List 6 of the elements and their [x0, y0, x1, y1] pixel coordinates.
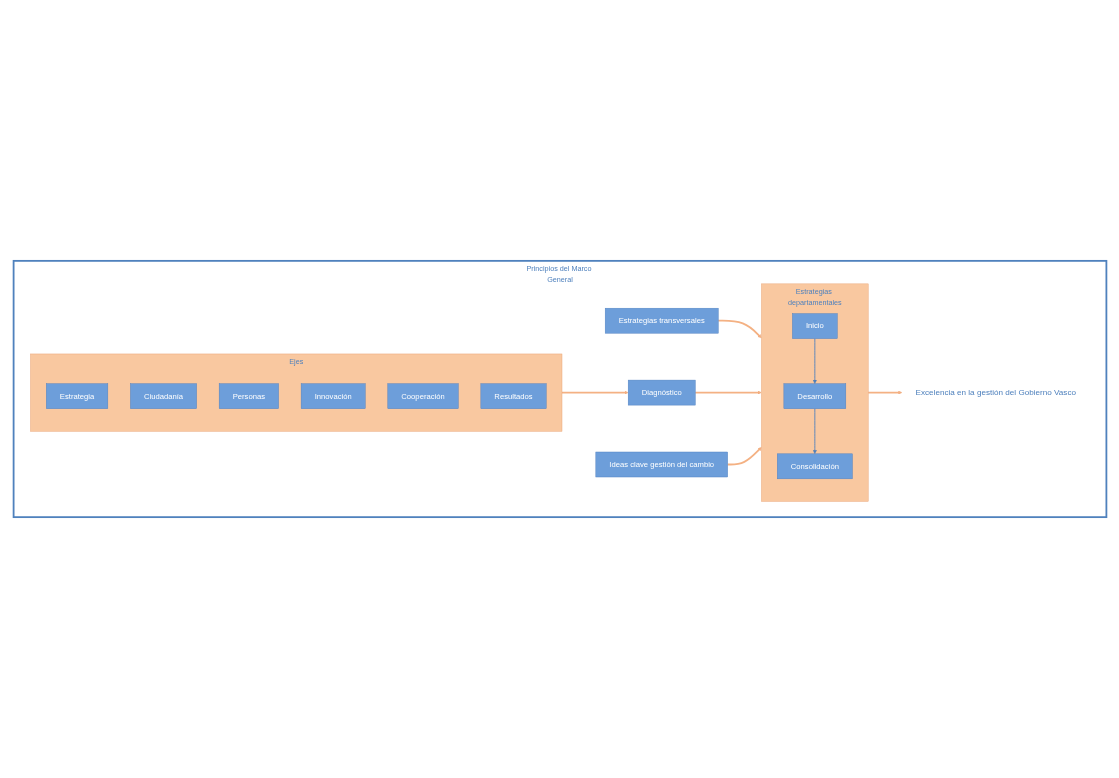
node-text: Excelencia en la gestión del Gobierno Vasco: [915, 387, 1076, 397]
arrow: [560, 390, 628, 395]
arrow: [866, 390, 902, 395]
arrow: [726, 447, 762, 466]
arrow: [716, 319, 762, 339]
arrow: [693, 390, 762, 395]
